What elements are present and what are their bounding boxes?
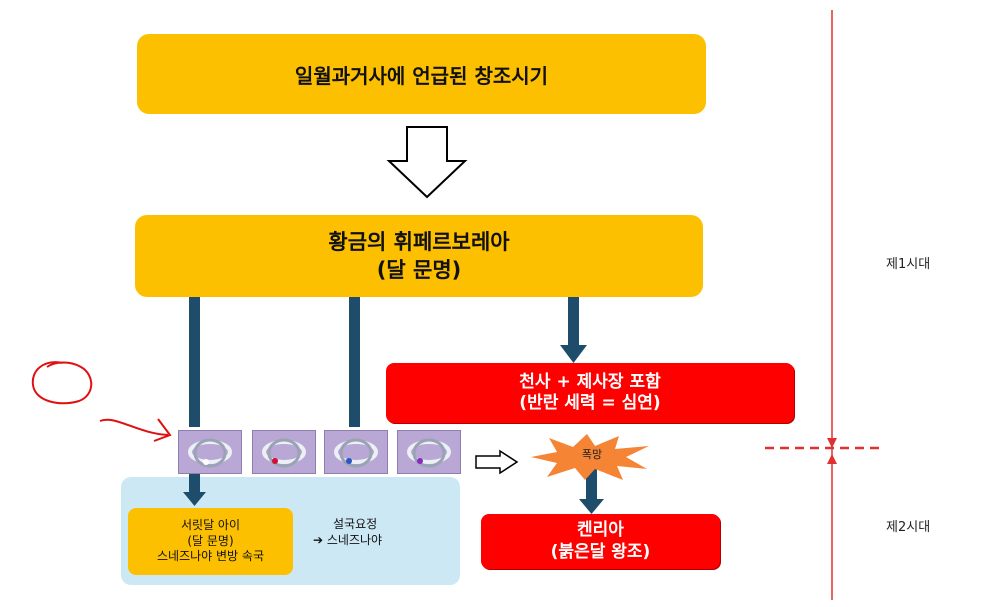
- explosion-burst-icon: [531, 434, 649, 480]
- creation-era-text: 일월과거사에 언급된 창조시기: [294, 63, 549, 88]
- second-era-label: 제2시대: [886, 520, 931, 535]
- angels-priests-line2: (반란 세력 = 심연): [519, 393, 661, 413]
- hyperborea-subtitle: (달 문명): [376, 258, 462, 282]
- frost-moon-child-box: 서릿달 아이 (달 문명) 스네즈나야 변방 속국: [128, 508, 293, 575]
- arrow-to-red-box-shaft: [568, 297, 579, 347]
- snow-fairy-line2: ➔ 스네즈나야: [313, 532, 383, 547]
- arrow-white-ring-to-panel-head-icon: [183, 492, 206, 506]
- hollow-down-arrow-icon: [386, 126, 468, 199]
- blue-ring-image: [324, 430, 388, 474]
- arrow-white-ring-to-panel-shaft: [189, 474, 200, 494]
- explosion-label: 폭망: [581, 448, 603, 461]
- hyperborea-box: 황금의 휘페르보레아 (달 문명): [135, 215, 703, 297]
- hyperborea-title: 황금의 휘페르보레아: [328, 229, 510, 254]
- frost-moon-child-line3: 스네즈나야 변방 속국: [157, 549, 264, 564]
- angels-priests-line1: 천사 + 제사장 포함: [519, 371, 661, 392]
- arrow-to-blue-ring: [349, 297, 360, 427]
- red-circle-annotation: [31, 361, 93, 405]
- red-arrow-annotation: [99, 418, 172, 442]
- angels-priests-box: 천사 + 제사장 포함 (반란 세력 = 심연): [386, 363, 794, 423]
- frost-moon-child-line1: 서릿달 아이: [180, 518, 240, 533]
- khaenriah-box: 켄리아 (붉은달 왕조): [481, 514, 720, 569]
- creation-era-box: 일월과거사에 언급된 창조시기: [137, 34, 706, 114]
- frost-moon-child-line2: (달 문명): [187, 533, 234, 548]
- arrow-explosion-to-khaenriah-shaft: [586, 462, 597, 502]
- hollow-right-arrow-icon: [475, 449, 519, 475]
- red-ring-image: [252, 430, 316, 474]
- era-timeline: [765, 10, 885, 600]
- arrow-explosion-to-khaenriah-head-icon: [579, 499, 604, 514]
- khaenriah-line2: (붉은달 왕조): [550, 541, 651, 562]
- first-era-label: 제1시대: [886, 257, 931, 272]
- snow-fairy-note: 설국요정 ➔ 스네즈나야: [313, 517, 382, 548]
- purple-ring-image: [397, 430, 461, 474]
- white-ring-image: [178, 430, 242, 474]
- snow-fairy-line1: 설국요정: [333, 517, 378, 531]
- khaenriah-line1: 켄리아: [577, 520, 624, 541]
- arrow-to-red-box-head-icon: [560, 345, 587, 363]
- arrow-to-white-ring: [189, 297, 200, 427]
